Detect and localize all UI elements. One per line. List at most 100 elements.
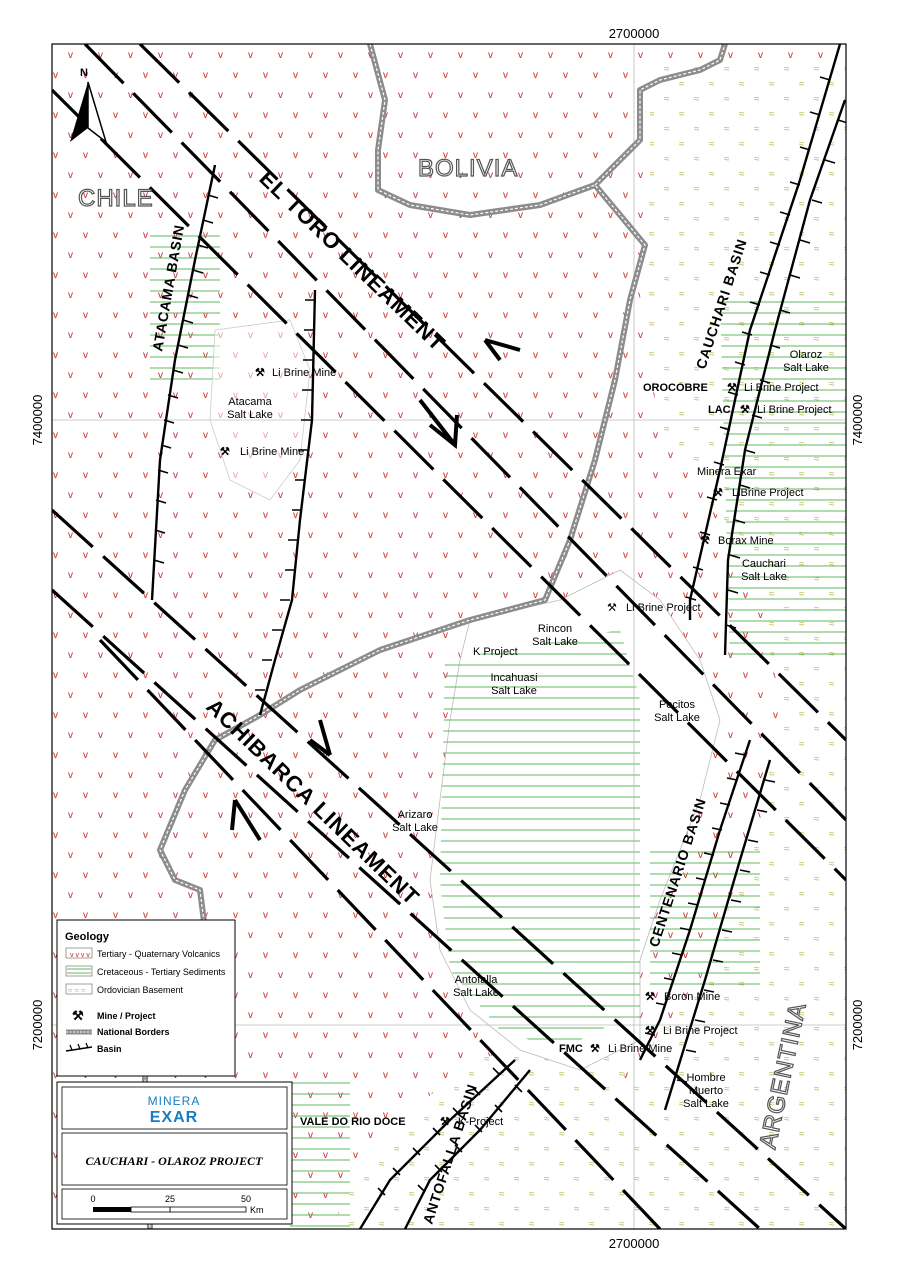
mine-boron: ⚒ Boron Mine — [645, 991, 720, 1003]
salt-lake-rincon: Rincon Salt Lake — [532, 623, 578, 648]
svg-text:LAC: LAC — [708, 404, 731, 416]
mine-k-project-rincon: K Project — [473, 646, 518, 658]
svg-text:Li Brine Project: Li Brine Project — [744, 382, 819, 394]
svg-text:Salt Lake: Salt Lake — [392, 822, 438, 834]
svg-text:Cauchari: Cauchari — [742, 558, 786, 570]
logo-bottom: EXAR — [150, 1109, 198, 1126]
mine-icon: ⚒ — [220, 446, 230, 458]
salt-lake-pocitos: Pocitos Salt Lake — [654, 699, 700, 724]
svg-text:50: 50 — [241, 1194, 251, 1204]
svg-text:Arizaro: Arizaro — [398, 809, 433, 821]
atacama-basin-line — [150, 164, 217, 601]
mine-icon: ⚒ — [255, 367, 265, 379]
mine-fmc: FMC ⚒ Li Brine Mine — [559, 1043, 672, 1055]
mine-rincon-project: ⚒ Li Brine Project — [607, 602, 701, 614]
mine-icon: ⚒ — [645, 991, 655, 1003]
el-toro-lineament — [52, 44, 846, 882]
svg-text:K-Project: K-Project — [458, 1116, 503, 1128]
svg-text:OROCOBRE: OROCOBRE — [643, 382, 708, 394]
sediments-east — [720, 300, 846, 660]
svg-text:Li Brine Mine: Li Brine Mine — [240, 446, 304, 458]
centenario-basin-east-line — [663, 759, 772, 1111]
mine-hm-li-project: ⚒ Li Brine Project — [645, 1025, 738, 1037]
atacama-basin-east-line — [258, 289, 317, 716]
svg-text:Salt Lake: Salt Lake — [453, 987, 499, 999]
svg-text:Basin: Basin — [97, 1044, 122, 1054]
project-title: CAUCHARI - OLAROZ PROJECT — [85, 1154, 263, 1168]
svg-text:Tertiary - Quaternary Volcanic: Tertiary - Quaternary Volcanics — [97, 949, 221, 959]
coord-right-y-upper: 7400000 — [850, 395, 865, 446]
country-label-bolivia: BOLIVIA — [418, 155, 518, 182]
svg-text:Salt Lake: Salt Lake — [783, 362, 829, 374]
svg-text:Atacama: Atacama — [228, 396, 272, 408]
mine-icon: ⚒ — [440, 1116, 450, 1128]
mine-minera-exar: Minera Exar ⚒ LiBrine Project — [697, 466, 804, 499]
svg-text:Li Brine Project: Li Brine Project — [757, 404, 832, 416]
svg-text:≈ ≈ ≈: ≈ ≈ ≈ — [68, 986, 86, 995]
mine-icon: ⚒ — [607, 602, 617, 614]
svg-text:National Borders: National Borders — [97, 1027, 170, 1037]
antofalla-basin-east-line — [403, 1069, 531, 1229]
coord-left-y-upper: 7400000 — [30, 395, 45, 446]
salt-flat-atacama — [209, 319, 311, 501]
basin-ticks — [153, 76, 846, 1196]
svg-text:Mine / Project: Mine / Project — [97, 1011, 156, 1021]
legend: Geology v v v v Tertiary - Quaternary Vo… — [56, 919, 236, 1077]
mine-li-brine-atacama-south: ⚒ Li Brine Mine — [220, 446, 304, 458]
mine-vale: VALE DO RIO DOCE ⚒ K-Project — [300, 1116, 503, 1128]
svg-text:Salt Lake: Salt Lake — [741, 571, 787, 583]
national-borders — [142, 44, 728, 1229]
svg-text:Borax Mine: Borax Mine — [718, 535, 774, 547]
mine-icon: ⚒ — [740, 404, 750, 416]
svg-text:Km: Km — [250, 1205, 264, 1215]
svg-text:Hombre: Hombre — [686, 1072, 725, 1084]
title-block: MINERA EXAR CAUCHARI - OLAROZ PROJECT 0 … — [56, 1081, 293, 1225]
svg-text:Salt Lake: Salt Lake — [683, 1098, 729, 1110]
svg-text:LiBrine Project: LiBrine Project — [732, 487, 804, 499]
svg-text:Pocitos: Pocitos — [659, 699, 696, 711]
svg-text:Salt Lake: Salt Lake — [227, 409, 273, 421]
svg-text:Salt Lake: Salt Lake — [491, 685, 537, 697]
svg-text:Cretaceous - Tertiary Sediment: Cretaceous - Tertiary Sediments — [97, 967, 226, 977]
mine-icon: ⚒ — [713, 487, 723, 499]
mine-orocobre: OROCOBRE ⚒ Li Brine Project — [643, 382, 819, 394]
svg-text:Muerto: Muerto — [689, 1085, 723, 1097]
mine-icon: ⚒ — [727, 382, 737, 394]
mine-icon: ⚒ — [590, 1043, 600, 1055]
svg-text:Antofalla: Antofalla — [455, 974, 499, 986]
svg-text:Salt Lake: Salt Lake — [532, 636, 578, 648]
salt-lake-cauchari: Cauchari Salt Lake — [741, 558, 787, 583]
svg-text:Rincon: Rincon — [538, 623, 572, 635]
svg-text:Boron Mine: Boron Mine — [664, 991, 720, 1003]
svg-text:Olaroz: Olaroz — [790, 349, 822, 361]
antofalla-basin-line — [358, 1059, 516, 1229]
north-arrow: N — [70, 67, 108, 145]
svg-text:Ordovician Basement: Ordovician Basement — [97, 985, 184, 995]
salt-lake-incahuasi: Incahuasi Salt Lake — [490, 672, 537, 697]
sediments-southwest — [290, 1080, 350, 1229]
salt-lake-arizaro: Arizaro Salt Lake — [392, 809, 438, 834]
svg-text:Incahuasi: Incahuasi — [490, 672, 537, 684]
map-frame — [51, 43, 847, 1230]
salt-lake-olaroz: Olaroz Salt Lake — [783, 349, 829, 374]
coord-top-x: 2700000 — [609, 26, 660, 41]
svg-text:K Project: K Project — [473, 646, 518, 658]
coord-right-y-lower: 7200000 — [850, 1000, 865, 1051]
achibarca-lineament — [52, 508, 846, 1229]
svg-text:25: 25 — [165, 1194, 175, 1204]
mine-li-brine-atacama-north: ⚒ Li Brine Mine — [255, 367, 336, 379]
logo-top: MINERA — [148, 1094, 201, 1108]
svg-text:N: N — [80, 67, 88, 79]
lineament-arrows — [230, 338, 521, 842]
coord-left-y-lower: 7200000 — [30, 1000, 45, 1051]
salt-lake-atacama: Atacama Salt Lake — [227, 396, 273, 421]
map-body: CHILE BOLIVIA ARGENTINA EL TORO LINEAMEN… — [52, 44, 846, 1229]
svg-text:FMC: FMC — [559, 1043, 583, 1055]
svg-text:0: 0 — [90, 1194, 95, 1204]
coord-bottom-x: 2700000 — [609, 1236, 660, 1251]
svg-text:v v v v: v v v v — [70, 952, 90, 959]
svg-text:Li Brine Project: Li Brine Project — [626, 602, 701, 614]
salt-lake-antofalla: Antofalla Salt Lake — [453, 974, 499, 999]
svg-text:Li Brine Mine: Li Brine Mine — [608, 1043, 672, 1055]
